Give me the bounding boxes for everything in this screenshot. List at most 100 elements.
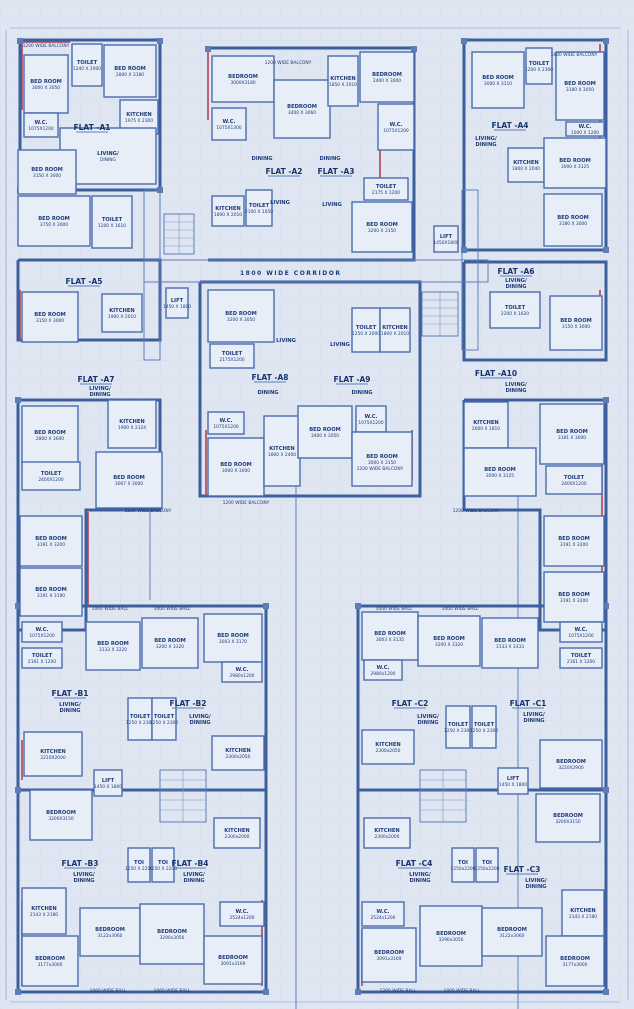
room-outline xyxy=(29,789,93,841)
room-outline xyxy=(21,887,67,935)
room-outline xyxy=(79,907,141,957)
room-outline xyxy=(151,697,177,741)
flat-label-fa1: FLAT -A1 xyxy=(74,123,111,132)
flat-label-fa8: FLAT -A8 xyxy=(252,373,289,382)
living-label-lb1: LIVING/ xyxy=(59,702,81,708)
flat-label-fa3: FLAT -A3 xyxy=(318,167,355,176)
room-name: BED ROOM xyxy=(38,216,70,222)
living-label-lc4b: DINING xyxy=(409,878,430,884)
room-outline xyxy=(141,617,199,669)
room-outline xyxy=(475,847,499,883)
room-size: 3191 X 3190 xyxy=(37,593,65,599)
room-outline xyxy=(559,647,603,669)
balcony-label-bal12: 1000 WIDE BALL xyxy=(90,988,127,994)
balcony-label-bal7: 1200 WIDE BALCONY xyxy=(125,508,172,514)
living-label-lb2: LIVING/ xyxy=(189,714,211,720)
room-size: 3200 X 3050 xyxy=(227,317,255,323)
room-outline xyxy=(203,935,263,985)
room-name: BED ROOM xyxy=(113,475,145,481)
balcony-label-bal1: 1200 WIDE BALCONY xyxy=(23,43,70,49)
room-name: BED ROOM xyxy=(30,79,62,85)
room-size: 3000 X 3150 xyxy=(368,460,396,466)
living-label-lb3: LIVING/ xyxy=(73,872,95,878)
room-size: 2210X2000 xyxy=(40,755,66,761)
room-name: KITCHEN xyxy=(109,308,135,314)
room-name: TOILET xyxy=(505,305,526,311)
room-size: 3000X3180 xyxy=(230,80,256,86)
flat-label-fa4: FLAT -A4 xyxy=(492,121,529,130)
room-outline xyxy=(221,661,263,683)
room-size: 1850 X 2010 xyxy=(329,82,357,88)
room-outline xyxy=(209,343,255,369)
living-labels: DININGLIVINGDININGLIVINGLIVING/DININGLIV… xyxy=(59,136,547,890)
room-name: KITCHEN xyxy=(330,76,356,82)
room-outline xyxy=(103,44,157,98)
room-name: W.C. xyxy=(389,122,402,128)
room-outline xyxy=(351,201,413,253)
room-outline xyxy=(297,405,353,459)
room-name: W.C. xyxy=(376,665,389,671)
room-name: BED ROOM xyxy=(556,429,588,435)
room-size: 2143 X 2180 xyxy=(569,914,597,920)
room-size: 1200 X 1610 xyxy=(98,223,126,229)
room-outline xyxy=(19,567,83,617)
flat-label-fa10: FLAT -A10 xyxy=(475,369,517,378)
room-outline xyxy=(543,515,605,567)
room-name: BED ROOM xyxy=(31,167,63,173)
room-name: TOILET xyxy=(130,714,151,720)
room-name: KITCHEN xyxy=(570,908,596,914)
room-name: BED ROOM xyxy=(35,536,67,542)
room-name: KITCHEN xyxy=(382,325,408,331)
living-label-la10b: DINING xyxy=(505,388,526,394)
room-outline xyxy=(545,465,603,495)
room-name: TOILET xyxy=(571,653,592,659)
room-name: KITCHEN xyxy=(269,446,295,452)
room-name: BED ROOM xyxy=(225,311,257,317)
room-outline xyxy=(165,287,189,319)
room-outline xyxy=(419,905,483,967)
room-size: 2800 X 3000 xyxy=(36,436,64,442)
flat-label-fc2: FLAT -C2 xyxy=(392,699,429,708)
room-outline xyxy=(565,121,605,137)
room-name: BEDROOM xyxy=(95,927,125,933)
staircase-top-left xyxy=(163,213,195,255)
room-size: 3000 X 3125 xyxy=(561,164,589,170)
room-size: 3200 X 3320 xyxy=(156,644,184,650)
room-size: 1450X1800 xyxy=(433,240,459,246)
room-outline xyxy=(417,615,481,667)
room-outline xyxy=(445,705,471,749)
staircase-bottom-left xyxy=(159,769,207,823)
room-outline xyxy=(203,613,263,663)
room-size: 2100 X 1650 xyxy=(245,209,273,215)
room-outline xyxy=(539,403,605,465)
room-name: LIFT xyxy=(440,234,453,240)
room-outline xyxy=(21,935,79,987)
room-outline xyxy=(463,401,509,449)
